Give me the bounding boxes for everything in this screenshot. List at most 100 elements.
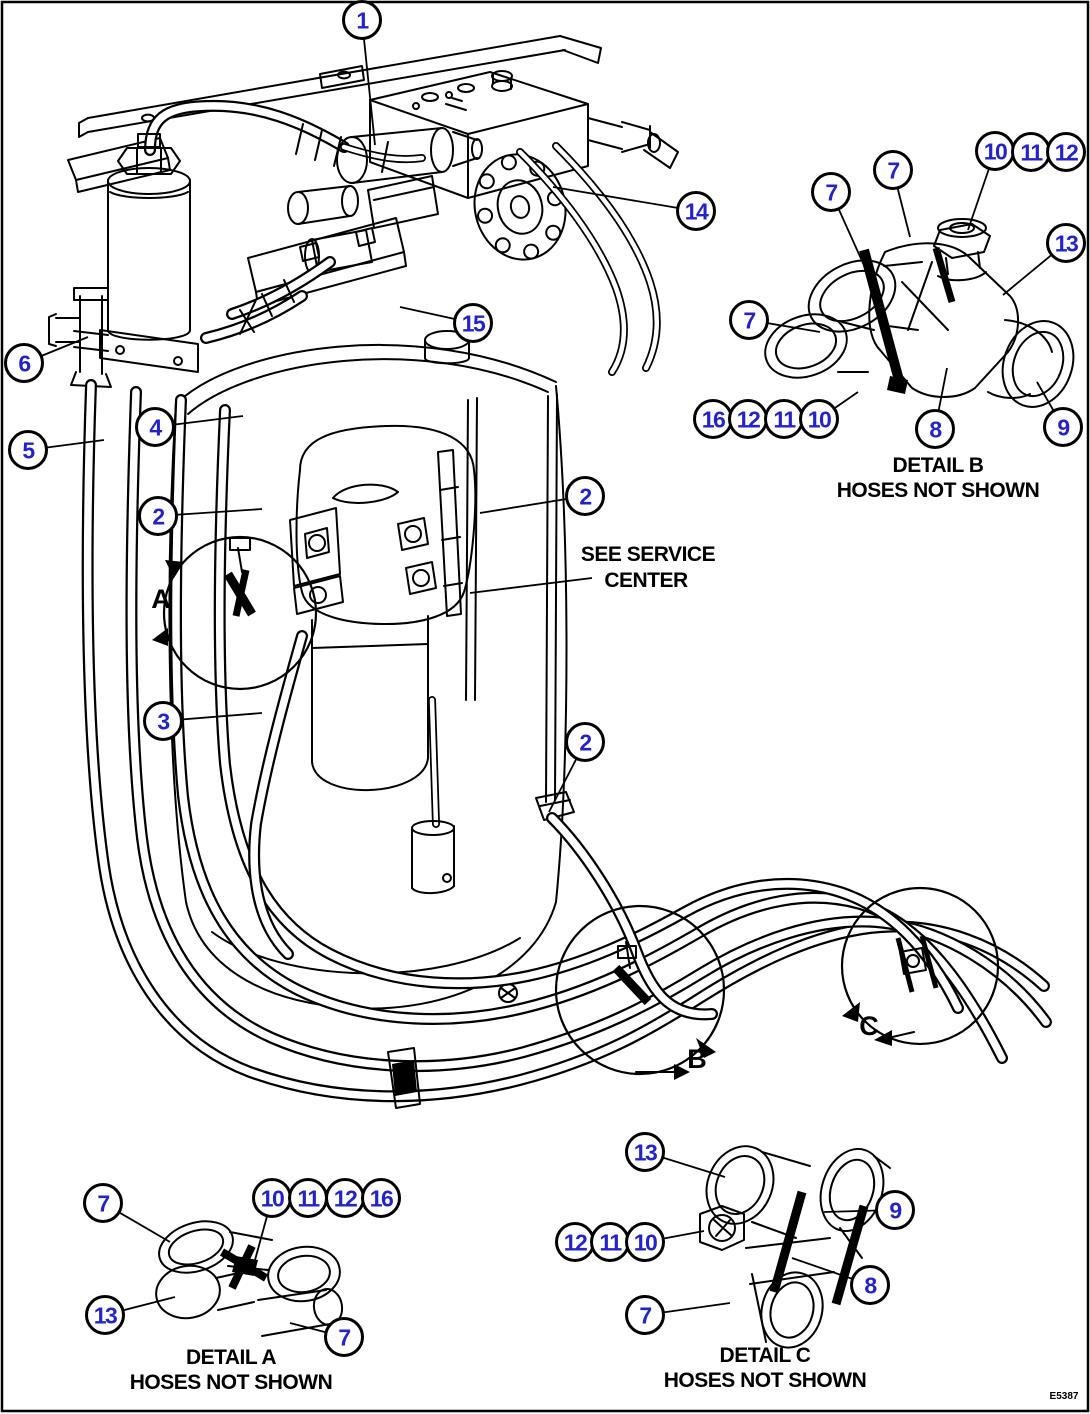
svg-text:12: 12 — [564, 1230, 587, 1256]
callout-balloon-detail-c-8: 8 — [850, 1265, 890, 1305]
svg-text:13: 13 — [634, 1140, 657, 1166]
left-cylinder-assembly — [99, 99, 426, 373]
svg-text:13: 13 — [1055, 231, 1078, 257]
svg-text:10: 10 — [984, 139, 1007, 165]
standpipes — [465, 393, 575, 821]
callout-balloon-main-3: 3 — [143, 701, 183, 741]
main-assembly-drawing — [48, 35, 1052, 1109]
svg-text:8: 8 — [864, 1273, 877, 1299]
valve-manifold — [369, 70, 679, 199]
hose-core — [146, 102, 348, 154]
callout-balloon-detail-b-11: 11 — [1011, 132, 1051, 172]
bottom-hose-clamp — [387, 1047, 421, 1109]
callout-leader-main-1 — [361, 19, 376, 146]
hose-core — [83, 381, 1048, 1100]
callout-balloon-detail-b-7: 7 — [729, 300, 769, 340]
callout-balloon-main-2: 2 — [565, 476, 605, 516]
callout-balloon-detail-b-13: 13 — [1046, 223, 1086, 263]
svg-text:13: 13 — [94, 1303, 117, 1329]
hose-core — [553, 143, 660, 371]
callout-balloon-detail-c-12: 12 — [555, 1222, 595, 1262]
view-letter-b: B — [687, 1044, 707, 1074]
svg-text:9: 9 — [889, 1198, 901, 1224]
callout-balloon-detail-b-10: 10 — [975, 131, 1015, 171]
svg-text:7: 7 — [639, 1303, 651, 1329]
callout-balloon-detail-a-12: 12 — [325, 1178, 365, 1218]
callout-balloon-main-1: 1 — [342, 0, 382, 40]
svg-text:5: 5 — [22, 438, 35, 464]
hose-core — [517, 149, 627, 375]
hose-core — [228, 258, 334, 318]
service-center-leader — [469, 577, 593, 594]
callout-balloon-detail-a-10: 10 — [252, 1178, 292, 1218]
hose-core — [127, 388, 1050, 1070]
see-service-center-line1: SEE SERVICE — [581, 543, 716, 566]
callout-balloon-main-2: 2 — [565, 722, 605, 762]
callout-balloon-detail-a-16: 16 — [361, 1178, 401, 1218]
view-circle-a — [152, 535, 318, 691]
svg-text:10: 10 — [634, 1230, 657, 1256]
callout-balloon-detail-b-8: 8 — [915, 409, 955, 449]
svg-text:2: 2 — [152, 504, 164, 530]
detail-c-subtitle: HOSES NOT SHOWN — [664, 1369, 867, 1392]
callout-balloon-main-14: 14 — [676, 191, 716, 231]
callout-balloon-detail-a-7: 7 — [83, 1183, 123, 1223]
filter-canister — [311, 615, 455, 894]
svg-text:7: 7 — [887, 158, 899, 184]
svg-text:1: 1 — [356, 8, 369, 34]
svg-text:7: 7 — [743, 308, 755, 334]
callout-balloon-detail-c-10: 10 — [625, 1222, 665, 1262]
text-labels: SEE SERVICE CENTER DETAIL B HOSES NOT SH… — [130, 454, 1079, 1402]
callout-leader-main-14 — [552, 186, 697, 212]
svg-text:14: 14 — [685, 199, 709, 225]
callout-balloon-detail-b-10: 10 — [799, 399, 839, 439]
view-letter-c: C — [859, 1011, 879, 1041]
callout-balloon-detail-c-9: 9 — [875, 1190, 915, 1230]
tee-fitting — [48, 287, 112, 388]
hose-runs — [81, 142, 1052, 1103]
svg-text:7: 7 — [97, 1191, 109, 1217]
svg-text:12: 12 — [334, 1186, 357, 1212]
callout-balloon-detail-c-7: 7 — [625, 1295, 665, 1335]
see-service-center-line2: CENTER — [604, 569, 688, 592]
hose-core — [429, 697, 439, 827]
callout-balloon-detail-b-9: 9 — [1043, 407, 1083, 447]
svg-text:8: 8 — [929, 417, 942, 443]
svg-text:11: 11 — [773, 407, 796, 433]
view-letter-a: A — [151, 584, 171, 614]
svg-text:10: 10 — [261, 1186, 284, 1212]
detail-a-subtitle: HOSES NOT SHOWN — [130, 1371, 333, 1394]
callout-balloon-detail-b-7: 7 — [873, 150, 913, 190]
callout-balloon-detail-b-7: 7 — [811, 172, 851, 212]
detail-b-title: DETAIL B — [893, 454, 984, 477]
detail-b-drawing — [764, 218, 1075, 408]
svg-text:4: 4 — [149, 415, 162, 441]
view-circle-c — [840, 886, 1000, 1046]
svg-text:15: 15 — [462, 311, 486, 337]
callout-balloon-main-4: 4 — [135, 407, 175, 447]
svg-text:11: 11 — [1020, 140, 1043, 166]
detail-c-title: DETAIL C — [720, 1344, 811, 1367]
svg-text:2: 2 — [579, 730, 591, 756]
drawing-number: E5387 — [1050, 1391, 1079, 1402]
callout-balloon-detail-c-11: 11 — [590, 1222, 630, 1262]
callout-balloon-detail-a-13: 13 — [85, 1295, 125, 1335]
svg-text:9: 9 — [1057, 415, 1069, 441]
svg-text:2: 2 — [579, 484, 591, 510]
svg-text:7: 7 — [825, 180, 837, 206]
callout-balloon-detail-b-12: 12 — [728, 399, 768, 439]
callout-balloon-detail-a-7: 7 — [324, 1317, 364, 1357]
hose-bracket — [200, 217, 407, 344]
view-circle-b — [554, 904, 726, 1080]
svg-text:16: 16 — [702, 407, 725, 433]
svg-text:7: 7 — [338, 1325, 350, 1351]
svg-text:10: 10 — [808, 407, 831, 433]
callout-balloon-detail-b-11: 11 — [764, 399, 804, 439]
svg-text:6: 6 — [18, 351, 30, 377]
callout-balloon-detail-b-16: 16 — [693, 399, 733, 439]
detail-b-subtitle: HOSES NOT SHOWN — [837, 479, 1040, 502]
callout-balloon-main-6: 6 — [4, 343, 44, 383]
